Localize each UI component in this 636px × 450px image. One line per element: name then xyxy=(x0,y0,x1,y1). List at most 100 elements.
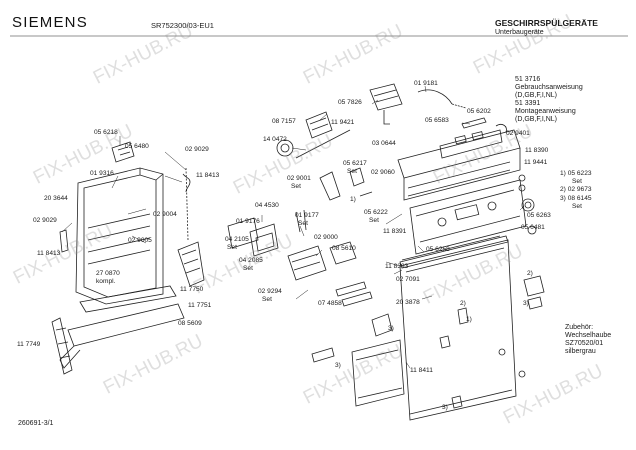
cable-part xyxy=(417,89,467,109)
part-callout: Set xyxy=(298,220,308,227)
part-callout: 02 9029 xyxy=(185,146,209,153)
accessory-title: Zubehör: xyxy=(565,324,594,331)
part-callout: 2) 02 9673 xyxy=(560,186,592,193)
part-callout: 02 9060 xyxy=(371,169,395,176)
manual-install-langs: (D,GB,F,I,NL) xyxy=(515,116,558,123)
part-callout: 11 7750 xyxy=(180,286,204,293)
footnote-marker: 3) xyxy=(335,362,341,369)
accessory-color: silbergrau xyxy=(565,348,596,355)
part-callout: 05 6202 xyxy=(467,108,491,115)
part-callout: Set xyxy=(291,183,301,190)
part-callout: 04 2105 xyxy=(225,236,249,243)
seal-frame-part xyxy=(227,217,279,257)
latch-part xyxy=(111,141,135,163)
part-callout: Set xyxy=(243,265,253,272)
part-callout: 20 3644 xyxy=(44,195,68,202)
part-callout: 04 4530 xyxy=(255,202,279,209)
part-callout: 02 9000 xyxy=(314,234,338,241)
trim-strip-part xyxy=(351,339,405,407)
part-callout: 05 6218 xyxy=(94,129,118,136)
part-callout: Set xyxy=(369,217,379,224)
rail-part xyxy=(335,281,367,297)
manual-user-part: 51 3716 xyxy=(515,76,541,83)
category-title: GESCHIRRSPÜLGERÄTE xyxy=(495,18,598,28)
accessory-name: Wechselhaube xyxy=(565,332,612,339)
part-callout: Set xyxy=(572,203,582,210)
footnote-marker: 1) xyxy=(466,316,472,323)
front-door-part xyxy=(399,235,517,421)
brand-logo: SIEMENS xyxy=(12,14,88,31)
selector-part xyxy=(369,83,403,125)
manual-install-part: 51 3391 xyxy=(515,100,541,107)
part-callout: 01 9176 xyxy=(236,218,260,225)
part-callout: 08 7157 xyxy=(272,118,296,125)
part-callout: 08 5609 xyxy=(178,320,202,327)
category-subtitle: Unterbaugeräte xyxy=(495,29,544,36)
part-callout: 03 0644 xyxy=(372,140,396,147)
footnote-marker: 3) xyxy=(388,325,394,332)
part-callout: 05 6258 xyxy=(426,246,450,253)
part-callout: 05 6480 xyxy=(125,143,149,150)
part-callout: 20 3878 xyxy=(396,299,420,306)
footnote-marker: 2) xyxy=(460,300,466,307)
part-callout: 27 0870 xyxy=(96,270,120,277)
footnote-marker: 2) xyxy=(527,270,533,277)
footnote-marker: 3) xyxy=(442,404,448,411)
part-callout: 11 8413 xyxy=(37,250,61,257)
part-callout: 11 8413 xyxy=(196,172,220,179)
part-callout: 01 9181 xyxy=(414,80,438,87)
part-callout: 11 9441 xyxy=(524,159,548,166)
part-callout: 02 9294 xyxy=(258,288,282,295)
manual-user-title: Gebrauchsanweisung xyxy=(515,84,583,91)
part-callout: 11 8390 xyxy=(525,147,549,154)
part-callout: 11 8393 xyxy=(385,263,409,270)
footnote-marker: 1) xyxy=(350,196,356,203)
part-callout: kompl. xyxy=(96,278,116,285)
part-callout: 1) 05 6223 xyxy=(560,170,592,177)
manual-user-langs: (D,GB,F,I,NL) xyxy=(515,92,558,99)
part-callout: 05 6583 xyxy=(425,117,449,124)
fascia-part xyxy=(409,179,527,255)
part-callout: 3) 08 6145 xyxy=(560,195,592,202)
part-callout: 02 9001 xyxy=(287,175,311,182)
part-callout: 07 4858 xyxy=(318,300,342,307)
part-callout: 04 2085 xyxy=(239,257,263,264)
hinge-part xyxy=(177,167,205,287)
part-callout: 02 9005 xyxy=(128,237,152,244)
manual-install-title: Montageanweisung xyxy=(515,108,576,115)
part-callout: 02 9004 xyxy=(153,211,177,218)
part-callout: 11 8411 xyxy=(410,367,433,374)
part-callout: 11 7751 xyxy=(188,302,212,309)
knob-part xyxy=(521,198,535,212)
part-callout: 05 6217 xyxy=(343,160,367,167)
part-callout: 05 6263 xyxy=(527,212,551,219)
door-bottom-panel-part xyxy=(51,285,185,375)
part-callout: 02 9029 xyxy=(33,217,57,224)
spring-part xyxy=(319,171,341,201)
door-lock-part xyxy=(287,241,357,281)
part-callout: 08 5610 xyxy=(332,245,356,252)
accessory-part: SZ70520/01 xyxy=(565,340,604,347)
document-reference: 260691-3/1 xyxy=(18,420,54,427)
part-callout: Set xyxy=(227,244,237,251)
part-callout: 05 6222 xyxy=(364,209,388,216)
part-callout: Set xyxy=(262,296,272,303)
door-frame-part xyxy=(75,167,164,305)
part-callout: Set xyxy=(572,178,582,185)
control-panel-part xyxy=(397,129,521,201)
model-number: SR752300/03-EU1 xyxy=(151,21,214,30)
part-callout: 02 7091 xyxy=(396,276,420,283)
part-callout: 05 7826 xyxy=(338,99,362,106)
part-callout: 11 7749 xyxy=(17,341,41,348)
part-callout: 11 8391 xyxy=(383,228,407,235)
part-callout: 01 9316 xyxy=(90,170,114,177)
footnote-marker: 3) xyxy=(523,300,529,307)
part-callout: 05 6481 xyxy=(521,224,545,231)
part-callout: 14 0472 xyxy=(263,136,287,143)
part-callout: 02 9401 xyxy=(506,130,530,137)
button-rail-part xyxy=(461,117,507,133)
program-switch-part xyxy=(295,111,351,159)
part-callout: 11 9421 xyxy=(331,119,355,126)
part-callout: Set xyxy=(347,168,357,175)
